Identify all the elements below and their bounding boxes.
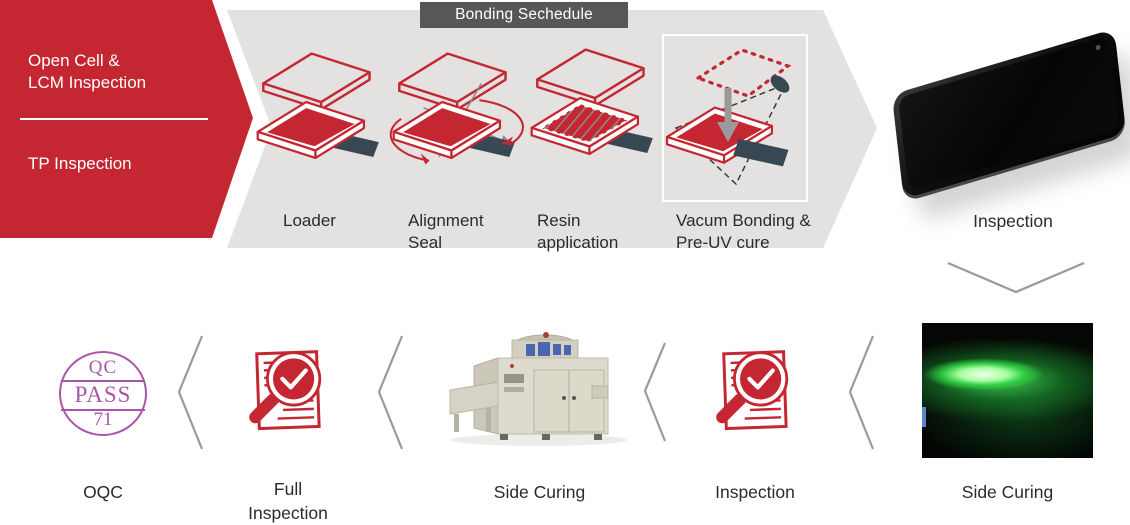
full-inspection-label-line1: Full [273, 479, 303, 499]
resin-application-label: Resin application [537, 210, 618, 254]
pre-process-step2: TP Inspection [28, 154, 132, 173]
pre-process-step1-line2: LCM Inspection [28, 73, 147, 92]
inspection-icon [712, 344, 798, 445]
tablet-screen [898, 35, 1120, 191]
chevron-left-icon [848, 334, 875, 456]
chevron-down-icon [946, 261, 1086, 300]
inspection-top-label: Inspection [973, 211, 1053, 231]
full-inspection-label: Full Inspection [235, 477, 341, 525]
chevron-left-icon [643, 341, 667, 448]
chevron-left-icon [377, 334, 404, 456]
stamp-pass-text: PASS [74, 382, 132, 407]
banner-title: Bonding Sechedule [420, 2, 628, 28]
resin-application-icon [526, 44, 666, 172]
resin-label-line2: application [537, 233, 619, 252]
full-inspection-label-line2: Inspection [248, 503, 328, 523]
pre-process-step1: Open Cell & LCM Inspection [28, 50, 146, 94]
vacuum-bonding-box [662, 34, 808, 202]
resin-label-line1: Resin [537, 211, 581, 230]
alignment-seal-label: Alignment Seal [408, 210, 484, 254]
alignment-label-line1: Alignment [408, 211, 484, 230]
stamp-number-text: 71 [93, 409, 113, 430]
chevron-left-icon [177, 334, 204, 456]
side-curing-machine-photo [442, 330, 637, 454]
loader-label: Loader [283, 211, 336, 230]
side-curing-photo [922, 323, 1093, 458]
stamp-qc-text: QC [88, 357, 118, 378]
full-inspection-icon [245, 344, 331, 445]
pre-process-divider [20, 118, 208, 120]
tablet-photo [891, 28, 1127, 200]
pre-process-step1-line1: Open Cell & [28, 51, 120, 70]
pre-process-arrow: Open Cell & LCM Inspection TP Inspection [0, 0, 253, 238]
alignment-label-line2: Seal [408, 233, 443, 252]
qc-pass-stamp: QC PASS 71 [59, 351, 147, 436]
photo-blue-sliver [922, 406, 926, 427]
side-curing-machine-label: Side Curing [493, 482, 586, 502]
inspection-bottom-label: Inspection [715, 482, 795, 502]
loader-icon [252, 48, 392, 176]
vacuum-label-line2: Pre-UV cure [676, 233, 770, 252]
vacuum-bonding-icon [665, 48, 792, 186]
vacuum-label-line1: Vacum Bonding & [676, 211, 811, 230]
stamp-rule-top [61, 380, 145, 382]
oqc-label: OQC [83, 482, 123, 502]
side-curing-photo-label: Side Curing [961, 482, 1054, 502]
alignment-seal-icon [388, 48, 528, 176]
stamp-rule-bottom [61, 409, 145, 411]
vacuum-bonding-label: Vacum Bonding & Pre-UV cure [676, 210, 811, 254]
